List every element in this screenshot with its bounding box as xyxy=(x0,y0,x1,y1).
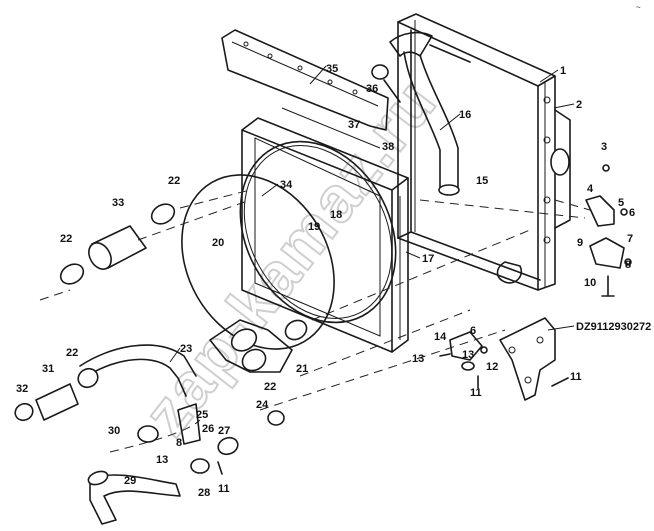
fan-ring-seal xyxy=(181,174,335,350)
callout-4: 4 xyxy=(587,183,594,195)
callout-22-pipe: 22 xyxy=(66,347,78,359)
corner-mark: ~ xyxy=(636,3,641,12)
callout-8: 8 xyxy=(625,259,631,271)
callout-22-left: 22 xyxy=(60,233,72,245)
callout-14: 14 xyxy=(434,331,447,343)
callout-17: 17 xyxy=(422,253,434,265)
callout-22-top: 22 xyxy=(168,175,180,187)
callout-3: 3 xyxy=(601,141,607,153)
callout-11-lower: 11 xyxy=(218,483,230,495)
callout-7: 7 xyxy=(627,233,633,245)
callout-9: 9 xyxy=(577,237,583,249)
upper-coolant-pipe xyxy=(371,31,570,196)
callout-18: 18 xyxy=(330,209,342,221)
lower-hose-assembly xyxy=(87,403,285,525)
callout-22-mid: 22 xyxy=(264,381,276,393)
callout-19: 19 xyxy=(308,221,320,233)
callout-23: 23 xyxy=(180,343,192,355)
callout-13-lower: 13 xyxy=(156,454,168,466)
callout-11: 11 xyxy=(570,371,582,383)
callout-36: 36 xyxy=(366,83,378,95)
lower-charge-pipe xyxy=(14,319,308,422)
callout-16: 16 xyxy=(459,109,471,121)
callout-37: 37 xyxy=(348,119,360,131)
callout-29: 29 xyxy=(124,475,136,487)
callout-33: 33 xyxy=(112,197,124,209)
callout-15: 15 xyxy=(476,175,488,187)
callout-31: 31 xyxy=(42,363,54,375)
callout-21: 21 xyxy=(296,363,308,375)
callout-12: 12 xyxy=(486,361,498,373)
shroud-seal-large xyxy=(239,140,397,324)
callout-10: 10 xyxy=(584,277,596,289)
callout-30: 30 xyxy=(108,425,120,437)
leader-lines xyxy=(169,65,575,363)
callout-6: 6 xyxy=(629,207,635,219)
callout-6-center: 6 xyxy=(470,325,476,337)
callout-1: 1 xyxy=(560,65,566,77)
small-bracket-set xyxy=(439,331,488,389)
part-number-label: DZ9112930272 xyxy=(576,321,651,333)
callout-labels: 1 2 3 4 5 6 7 8 9 10 11 13 14 6 13 12 11… xyxy=(16,63,651,499)
callout-11-center: 11 xyxy=(470,387,482,399)
callout-32: 32 xyxy=(16,383,28,395)
mount-bracket-assembly xyxy=(585,164,632,297)
callout-27: 27 xyxy=(218,425,230,437)
watermark-text: zap-kamaz.ru xyxy=(129,66,450,449)
callout-35: 35 xyxy=(326,63,338,75)
callout-13-center: 13 xyxy=(462,349,474,361)
callout-5: 5 xyxy=(618,197,624,209)
upper-left-pipe-33 xyxy=(59,203,176,285)
assembly-guide-lines xyxy=(39,189,591,453)
callout-13: 13 xyxy=(412,353,424,365)
radiator-core xyxy=(241,117,409,353)
radiator-frame xyxy=(397,13,571,291)
callout-28: 28 xyxy=(198,487,210,499)
callout-2: 2 xyxy=(576,99,582,111)
callout-8-lower: 8 xyxy=(176,437,182,449)
callout-24: 24 xyxy=(256,399,269,411)
callout-38: 38 xyxy=(382,141,394,153)
callout-34: 34 xyxy=(280,179,293,191)
callout-26: 26 xyxy=(202,423,214,435)
support-bracket-plate xyxy=(499,317,569,401)
top-cover-plate xyxy=(221,29,389,149)
callout-20: 20 xyxy=(212,237,224,249)
callout-25: 25 xyxy=(196,409,208,421)
